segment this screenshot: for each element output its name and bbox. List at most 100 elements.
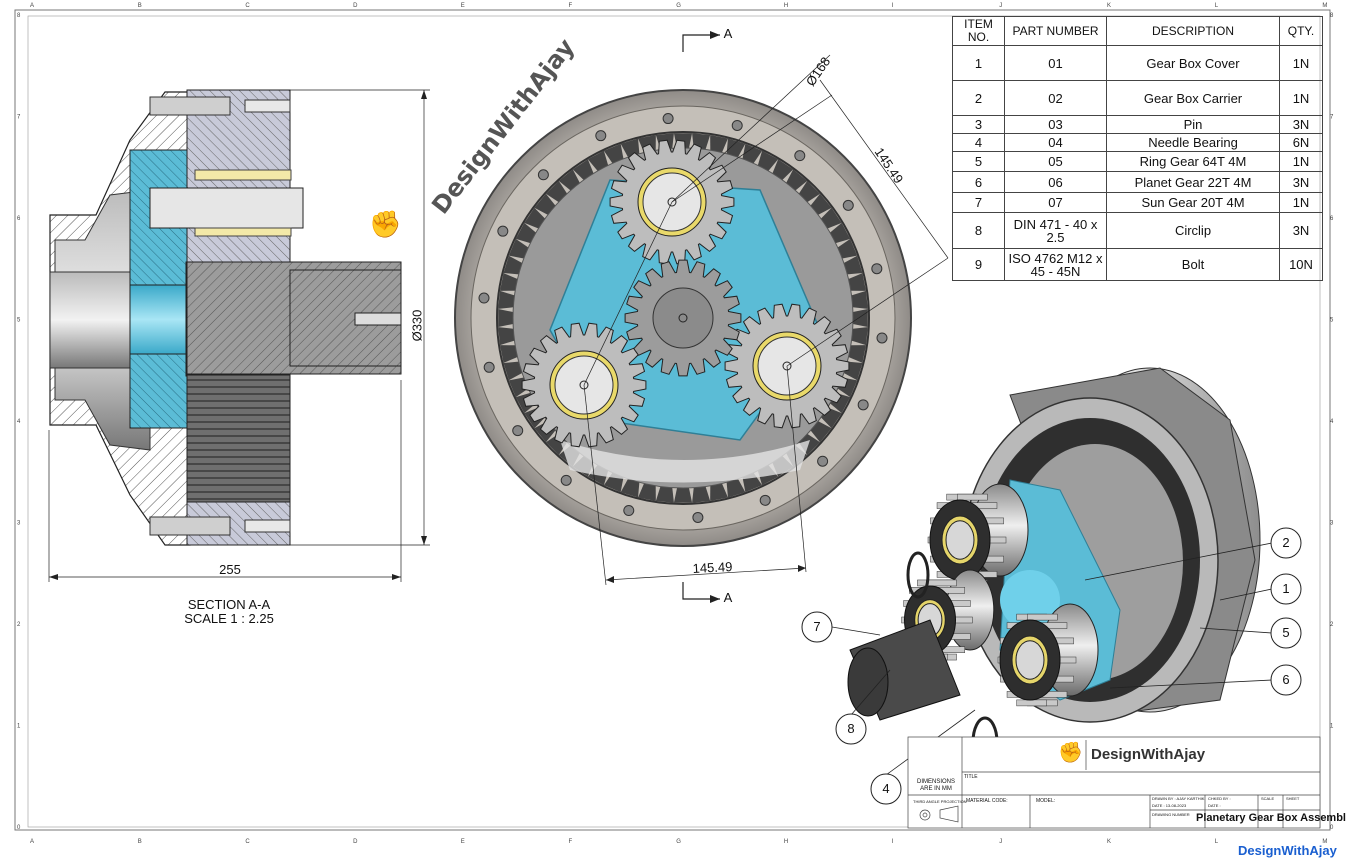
- grid-letter: A: [30, 3, 34, 9]
- ring-tooth: [757, 150, 779, 171]
- ring-tooth: [655, 486, 674, 503]
- ring-tooth: [852, 308, 868, 328]
- grid-number: 4: [17, 419, 21, 425]
- iso-tooth: [957, 493, 988, 501]
- scale-label: SCALE: [1261, 796, 1275, 801]
- bom-cell-description: Circlip: [1106, 212, 1280, 249]
- bom-cell-part-number: 03: [1004, 115, 1107, 134]
- bom-cell-qty: 10N: [1279, 248, 1323, 281]
- ring-tooth: [503, 361, 523, 381]
- bom-header-description: DESCRIPTION: [1106, 16, 1280, 46]
- bolt-hole: [817, 455, 829, 467]
- ring-tooth: [798, 180, 821, 203]
- grid-number: 3: [1330, 521, 1334, 527]
- ring-tooth: [810, 193, 832, 215]
- bolt-hole: [759, 494, 771, 506]
- ring-tooth: [786, 169, 808, 191]
- grid-letter: G: [676, 839, 681, 845]
- ring-tooth: [572, 159, 594, 181]
- isometric-view: [831, 367, 1273, 776]
- ring-tooth: [524, 207, 546, 229]
- ring-tooth: [620, 478, 640, 498]
- grid-letter: L: [1215, 839, 1219, 845]
- drawing-number-label: DRAWING NUMBER: [1152, 812, 1190, 817]
- grid-number: 8: [17, 13, 21, 19]
- bom-cell-part-number: 07: [1004, 192, 1107, 213]
- bolt-hole: [560, 474, 572, 486]
- bolt-section-bottom: [149, 516, 231, 536]
- balloon-7: 7: [813, 619, 821, 634]
- ring-tooth: [851, 327, 868, 346]
- bom-cell-description: Needle Bearing: [1106, 133, 1280, 152]
- ring-tooth: [498, 327, 515, 346]
- bom-cell-item: 1: [952, 45, 1005, 81]
- bolt-hole: [623, 505, 635, 517]
- wrench-hand-icon: ✊: [369, 210, 402, 240]
- grid-letter: J: [999, 839, 1002, 845]
- section-scale: SCALE 1 : 2.25: [184, 611, 274, 626]
- bom-cell-description: Sun Gear 20T 4M: [1106, 192, 1280, 213]
- dimension-255: 255: [219, 562, 241, 577]
- grid-letter: K: [1107, 3, 1111, 9]
- bom-cell-item: 8: [952, 212, 1005, 249]
- title-label: TITLE: [964, 774, 978, 780]
- bom-cell-description: Ring Gear 64T 4M: [1106, 151, 1280, 172]
- grid-number: 5: [1330, 318, 1334, 324]
- bom-cell-description: Planet Gear 22T 4M: [1106, 171, 1280, 193]
- grid-number: 2: [1330, 622, 1334, 628]
- bolt-section-top: [149, 96, 231, 116]
- bom-cell-item: 4: [952, 133, 1005, 152]
- dimension-pitch-bottom: 145.49: [692, 558, 733, 577]
- iso-planet-gear: [997, 603, 1099, 707]
- ring-tooth: [515, 222, 536, 244]
- sun-gear-teeth: [624, 259, 742, 377]
- footer-brand: DesignWithAjay: [1238, 843, 1337, 858]
- ring-tooth: [851, 290, 868, 309]
- bom-cell-item: 2: [952, 80, 1005, 116]
- iso-planet-gear: [927, 483, 1029, 587]
- grid-number: 8: [1330, 13, 1334, 19]
- planet-gear-teeth-section: [186, 374, 291, 503]
- bolt-hole: [871, 263, 883, 275]
- checked-by: CHKED BY :: [1208, 796, 1231, 801]
- ring-tooth: [848, 345, 866, 363]
- title-block-logo-icon: ✊: [1058, 740, 1083, 764]
- pin-center: [782, 361, 792, 371]
- grid-letter: H: [784, 3, 788, 9]
- bolt-hole: [692, 511, 704, 523]
- ring-tooth: [742, 143, 763, 164]
- planet-gear: [724, 303, 850, 429]
- grid-letter: D: [353, 3, 358, 9]
- bom-header-qty: QTY.: [1279, 16, 1323, 46]
- sun-gear: [624, 259, 742, 377]
- bom-cell-qty: 6N: [1279, 133, 1323, 152]
- ring-tooth: [810, 421, 832, 443]
- bom-cell-qty: 1N: [1279, 80, 1323, 116]
- projection-label: THIRD ANGLE PROJECTION: [913, 799, 967, 804]
- ring-tooth: [534, 193, 556, 215]
- bolt-hole: [478, 292, 490, 304]
- bom-cell-part-number: ISO 4762 M12 x 45 - 45N: [1004, 248, 1107, 281]
- balloon-4: 4: [882, 781, 890, 796]
- grid-number: 7: [1330, 115, 1334, 121]
- bom-cell-description: Gear Box Carrier: [1106, 80, 1280, 116]
- ring-tooth: [772, 159, 794, 181]
- bom-cell-part-number: 04: [1004, 133, 1107, 152]
- model-label: MODEL:: [1036, 798, 1056, 804]
- bolt-hole: [483, 361, 495, 373]
- ring-tooth: [638, 483, 656, 501]
- front-view-planetary: [454, 31, 949, 603]
- grid-letter: A: [30, 839, 34, 845]
- ring-root-circle: [496, 131, 870, 505]
- iso-tooth: [1016, 699, 1047, 707]
- ring-tooth: [500, 273, 518, 291]
